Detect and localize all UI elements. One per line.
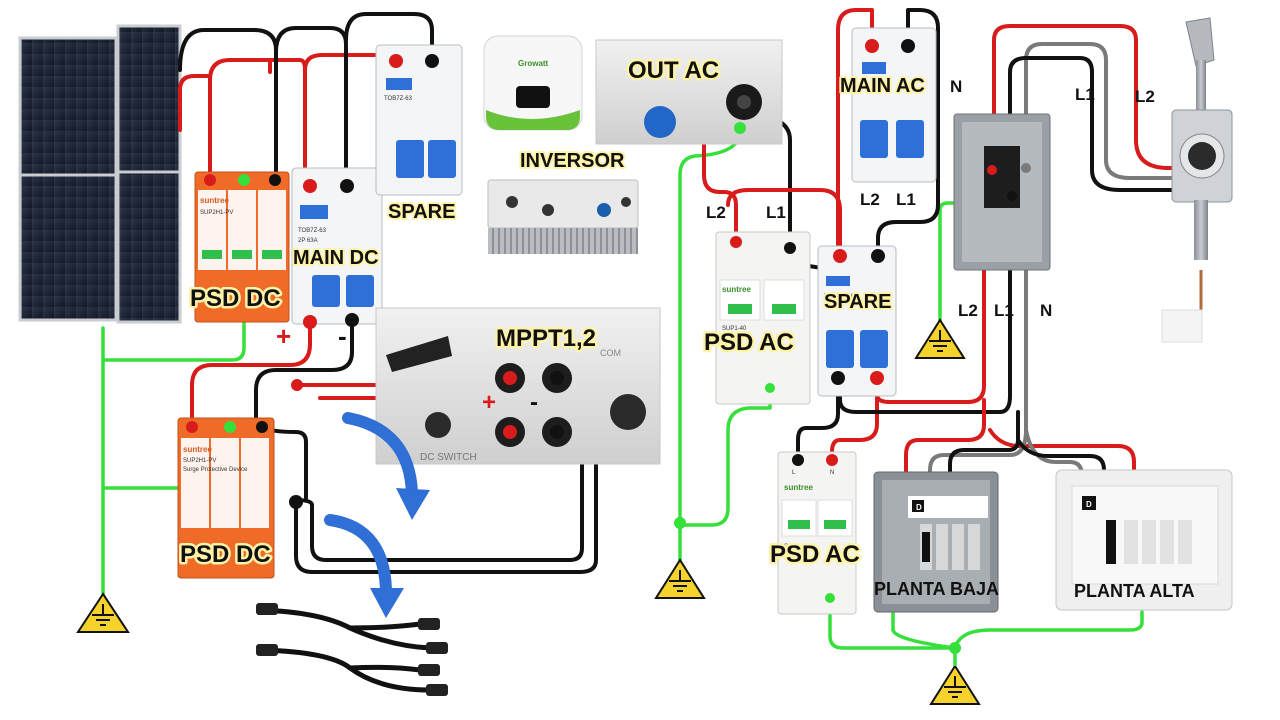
electric-meter-icon <box>1171 17 1233 260</box>
com-label: COM <box>600 348 621 358</box>
psd-dc-bottom: suntree SUP2H1-PV Surge Protective Devic… <box>177 417 275 579</box>
planta-alta-label: PLANTA ALTA <box>1074 581 1195 601</box>
main-ac-breaker <box>851 27 937 183</box>
psd-ac-top: suntree SUP1-40 <box>715 231 811 405</box>
psd-ac-top-label: PSD AC <box>704 329 794 356</box>
psd-dc-bottom-label: PSD DC <box>180 541 271 568</box>
ground-rod-icon <box>1161 270 1203 343</box>
psd-ac-bottom: suntree SUP1-40 L N <box>777 451 857 615</box>
minus-sign-mppt: - <box>530 389 538 416</box>
spare-dc-breaker: TOB7Z-63 <box>375 44 463 196</box>
l1-panel-label: L1 <box>994 301 1014 320</box>
square-d-logo-alta: D <box>1086 500 1092 509</box>
ground-symbol-icon <box>929 652 981 705</box>
spare-dc-label: SPARE <box>388 201 455 223</box>
main-ac-label: MAIN AC <box>840 75 925 97</box>
l2-panel-label: L2 <box>958 301 978 320</box>
spd-ac-model-bottom: SUP1-40 <box>784 544 809 550</box>
planta-baja-label: PLANTA BAJA <box>874 579 999 599</box>
ground-symbol-icon <box>654 558 706 599</box>
inverter-brand: Growatt <box>518 59 549 68</box>
square-d-logo-baja: D <box>916 503 922 512</box>
main-dc-label: MAIN DC <box>293 247 379 269</box>
ground-symbol-icon <box>76 592 130 633</box>
main-dc-breaker: TOB7Z-63 2P 63A <box>291 167 383 329</box>
l2-main-ac-label: L2 <box>860 190 880 209</box>
spare-ac-breaker: TOB1-63H <box>817 245 897 397</box>
spd-brand: suntree <box>200 196 229 205</box>
breaker-rating-main-dc: 2P 63A <box>298 238 318 244</box>
spd-model-bottom: SUP2H1-PV <box>183 458 216 464</box>
spd-ac-model-top: SUP1-40 <box>722 326 747 332</box>
minus-sign-top: - <box>338 321 347 351</box>
main-breaker-box <box>953 113 1051 271</box>
l2-out-label: L2 <box>706 203 726 222</box>
breaker-model-main-dc: TOB7Z-63 <box>298 228 327 234</box>
spd-ac-terminal-n: N <box>830 470 834 476</box>
plus-sign-mppt: + <box>482 389 496 416</box>
ground-symbol-icon <box>914 318 966 359</box>
spd-brand-bottom: suntree <box>183 445 212 454</box>
out-ac-label: OUT AC <box>628 57 719 84</box>
n-top-label: N <box>950 77 962 96</box>
inversor-label: INVERSOR <box>520 150 625 172</box>
mppt-label: MPPT1,2 <box>496 325 596 352</box>
plus-sign-top: + <box>276 321 291 351</box>
planta-baja-panel: D <box>873 471 999 613</box>
breaker-model-spare-ac: TOB1-63H <box>824 294 853 300</box>
n-panel-label: N <box>1040 301 1052 320</box>
l1-top-label: L1 <box>1075 85 1095 104</box>
mc4-y-connector-icon <box>256 603 448 696</box>
inverter-side <box>487 179 639 254</box>
solar-panel-icon <box>18 24 182 324</box>
psd-dc-top-label: PSD DC <box>190 285 281 312</box>
l2-top-label: L2 <box>1135 87 1155 106</box>
l1-out-label: L1 <box>766 203 786 222</box>
spd-model: SUP2H1-PV <box>200 210 233 216</box>
inverter-front: Growatt <box>483 35 583 131</box>
spd-ac-terminal-l: L <box>792 470 796 476</box>
psd-ac-bottom-label: PSD AC <box>770 541 860 568</box>
planta-alta-panel: D <box>1055 469 1233 611</box>
spd-desc-bottom: Surge Protective Device <box>183 467 248 473</box>
spare-ac-label: SPARE <box>824 291 891 313</box>
spd-ac-brand-bottom: suntree <box>784 483 813 492</box>
mppt-input-panel: COM DC SWITCH <box>375 307 661 465</box>
out-ac-port <box>595 39 783 145</box>
breaker-model-spare-dc: TOB7Z-63 <box>384 96 413 102</box>
dc-switch-label: DC SWITCH <box>420 452 477 463</box>
spd-ac-brand-top: suntree <box>722 285 751 294</box>
l1-main-ac-label: L1 <box>896 190 916 209</box>
flow-arrow-head <box>370 488 430 618</box>
flow-arrow-icon <box>324 412 418 600</box>
psd-dc-top: suntree SUP2H1-PV <box>194 171 290 323</box>
